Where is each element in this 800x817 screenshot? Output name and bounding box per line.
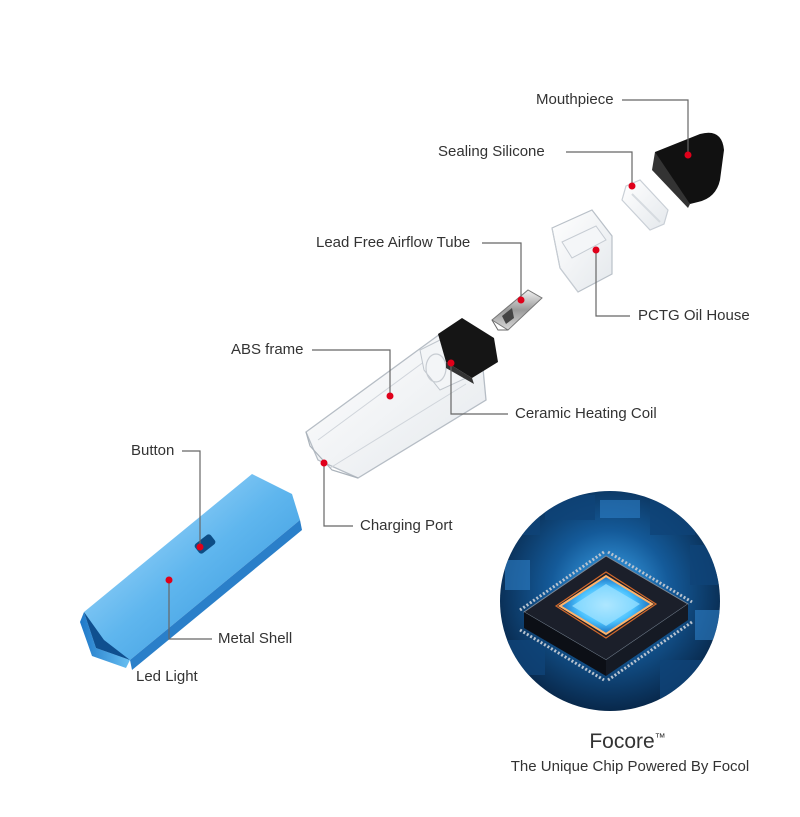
dot-mouthpiece: [684, 151, 692, 159]
chip-tagline: The Unique Chip Powered By Focol: [510, 758, 750, 775]
label-heating-coil: Ceramic Heating Coil: [515, 405, 657, 422]
label-airflow-tube: Lead Free Airflow Tube: [316, 234, 471, 251]
label-mouthpiece: Mouthpiece: [536, 91, 614, 108]
leader-mouthpiece: [622, 99, 689, 155]
leader-oil-house: [595, 250, 630, 317]
airflow-tube-part: [491, 289, 543, 331]
label-oil-house: PCTG Oil House: [638, 307, 750, 324]
pod-frame-part: [305, 318, 498, 479]
dot-sealing-silicone: [628, 182, 636, 190]
pctg-oil-house-part: [551, 209, 613, 293]
mouthpiece-part: [652, 132, 724, 208]
metal-shell-part: [80, 474, 302, 670]
leader-airflow-tube: [482, 242, 522, 300]
marker-dots: [165, 151, 692, 584]
dot-oil-house: [592, 246, 600, 254]
dot-charging-port: [320, 459, 328, 467]
dot-airflow-tube: [517, 296, 525, 304]
dot-metal-shell: [165, 576, 173, 584]
leader-metal-shell: [168, 580, 212, 640]
label-sealing-silicone: Sealing Silicone: [438, 143, 545, 160]
leader-heating-coil: [450, 363, 508, 415]
label-metal-shell: Metal Shell: [218, 630, 293, 647]
chip-title: Focore™: [500, 730, 755, 754]
label-abs-frame: ABS frame: [231, 341, 304, 358]
leader-abs-frame: [312, 349, 391, 396]
chip-name: Focore: [589, 730, 655, 753]
leader-lines: [168, 99, 689, 640]
dot-heating-coil: [447, 359, 455, 367]
leader-button: [182, 450, 201, 547]
label-charging-port: Charging Port: [360, 517, 453, 534]
label-button: Button: [131, 442, 175, 459]
chip-trademark: ™: [654, 732, 666, 744]
dot-abs-frame: [386, 392, 394, 400]
leader-sealing-silicone: [566, 151, 633, 186]
leader-charging-port: [323, 463, 353, 527]
dot-button: [196, 543, 204, 551]
chip-illustration: [500, 491, 720, 711]
label-led-light: Led Light: [136, 668, 198, 685]
sealing-silicone-part: [621, 179, 669, 231]
